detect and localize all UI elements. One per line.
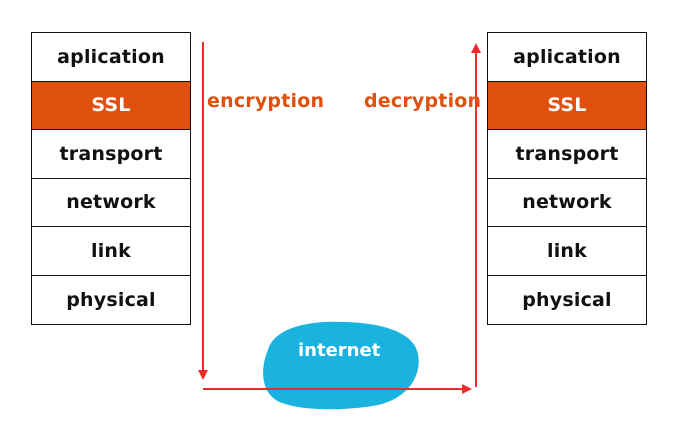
internet-label: internet [298, 340, 381, 361]
receiver-layer-physical: physical [522, 288, 612, 311]
receiver-protocol-stack: aplication SSL transport network link ph… [487, 32, 647, 325]
sender-layer-physical: physical [66, 288, 156, 311]
receiver-layer-network: network [488, 179, 646, 227]
internet-cloud-icon [263, 321, 419, 410]
sender-layer-network: network [32, 179, 190, 227]
sender-layer-link: link [32, 227, 190, 276]
receiver-layer-ssl: SSL [488, 81, 646, 130]
receiver-layer-transport: transport [488, 130, 646, 179]
decryption-label: decryption [364, 90, 482, 112]
encryption-label: encryption [207, 90, 325, 112]
sender-layer-application: aplication [32, 33, 190, 82]
receiver-layer-application: aplication [488, 33, 646, 82]
sender-layer-ssl: SSL [32, 81, 190, 130]
sender-protocol-stack: aplication SSL transport network link ph… [31, 32, 191, 325]
sender-layer-transport: transport [32, 130, 190, 179]
receiver-layer-link: link [488, 227, 646, 276]
